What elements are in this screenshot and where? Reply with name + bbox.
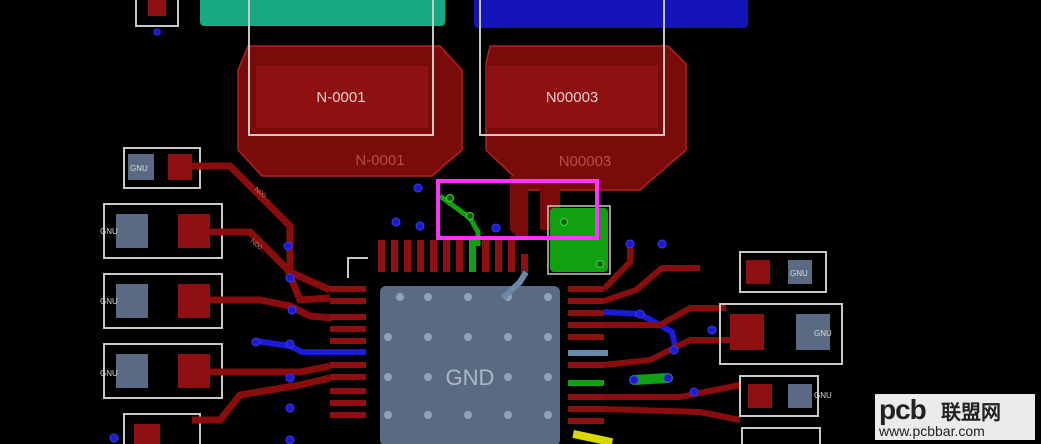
watermark-name: 联盟网 <box>941 400 1001 424</box>
pad-n00003[interactable] <box>486 66 658 128</box>
ic-gnd-pad[interactable] <box>380 286 560 444</box>
ic-pin-right-gnd[interactable] <box>568 350 608 356</box>
silkscreen-outline-left <box>248 0 434 136</box>
selection-highlight-box[interactable] <box>436 179 599 240</box>
svg-text:GNU: GNU <box>790 269 808 278</box>
ic-pins-top[interactable] <box>378 240 528 272</box>
svg-text:GNU: GNU <box>814 391 832 400</box>
pad-small-top[interactable] <box>148 0 166 16</box>
svg-text:GNU: GNU <box>130 164 148 173</box>
component-left-5[interactable] <box>123 413 201 444</box>
component-right-3[interactable]: GNU <box>739 375 832 417</box>
gnd-pad-label: GND <box>446 365 495 390</box>
pad-top-blue[interactable] <box>474 0 748 28</box>
ic-pins-left[interactable] <box>330 286 366 418</box>
net-label-right-dim: N00003 <box>559 153 612 170</box>
pad-n0001[interactable] <box>256 66 428 128</box>
svg-text:GNU: GNU <box>100 227 118 236</box>
component-left-1[interactable]: GNU <box>123 147 201 189</box>
watermark-brand: pcb <box>879 394 927 425</box>
watermark-url: www.pcbbar.com <box>879 423 985 439</box>
ic-pin-right-green[interactable] <box>568 380 604 386</box>
trace-gnd-neck[interactable] <box>500 270 529 301</box>
component-right-2[interactable]: GNU <box>719 303 843 365</box>
pad-top-teal[interactable] <box>200 0 445 26</box>
trace-yellow[interactable] <box>572 429 614 444</box>
watermark: pcb 联盟网 www.pcbbar.com <box>875 394 1035 440</box>
trace-neck-left[interactable] <box>510 176 528 236</box>
net-label-left: N-0001 <box>316 89 365 106</box>
via[interactable] <box>153 28 161 36</box>
net-label-left-dim: N-0001 <box>355 152 404 169</box>
svg-text:GNU: GNU <box>100 369 118 378</box>
component-right-1[interactable]: GNU <box>739 251 827 293</box>
svg-text:GNU: GNU <box>100 297 118 306</box>
ic-pin-left-blue[interactable] <box>330 349 366 355</box>
ic-silkscreen-corner <box>347 257 368 278</box>
component-left-4[interactable]: GNU <box>100 343 223 399</box>
component-left-3[interactable]: GNU <box>100 273 223 329</box>
net-label-right: N00003 <box>546 89 599 106</box>
component-right-4-outline <box>741 427 821 444</box>
vias[interactable] <box>109 183 717 444</box>
component-left-2[interactable]: GNU <box>100 203 223 259</box>
traces-left[interactable] <box>192 162 333 424</box>
silkscreen-outline-right <box>479 0 665 136</box>
ic-pins-right[interactable] <box>568 286 604 424</box>
vias-green[interactable] <box>446 194 604 268</box>
silkscreen-small-top <box>135 0 179 27</box>
trace-green-right[interactable] <box>629 373 673 385</box>
svg-text:GNU: GNU <box>814 329 832 338</box>
ic-pin-top-green[interactable] <box>469 240 476 272</box>
